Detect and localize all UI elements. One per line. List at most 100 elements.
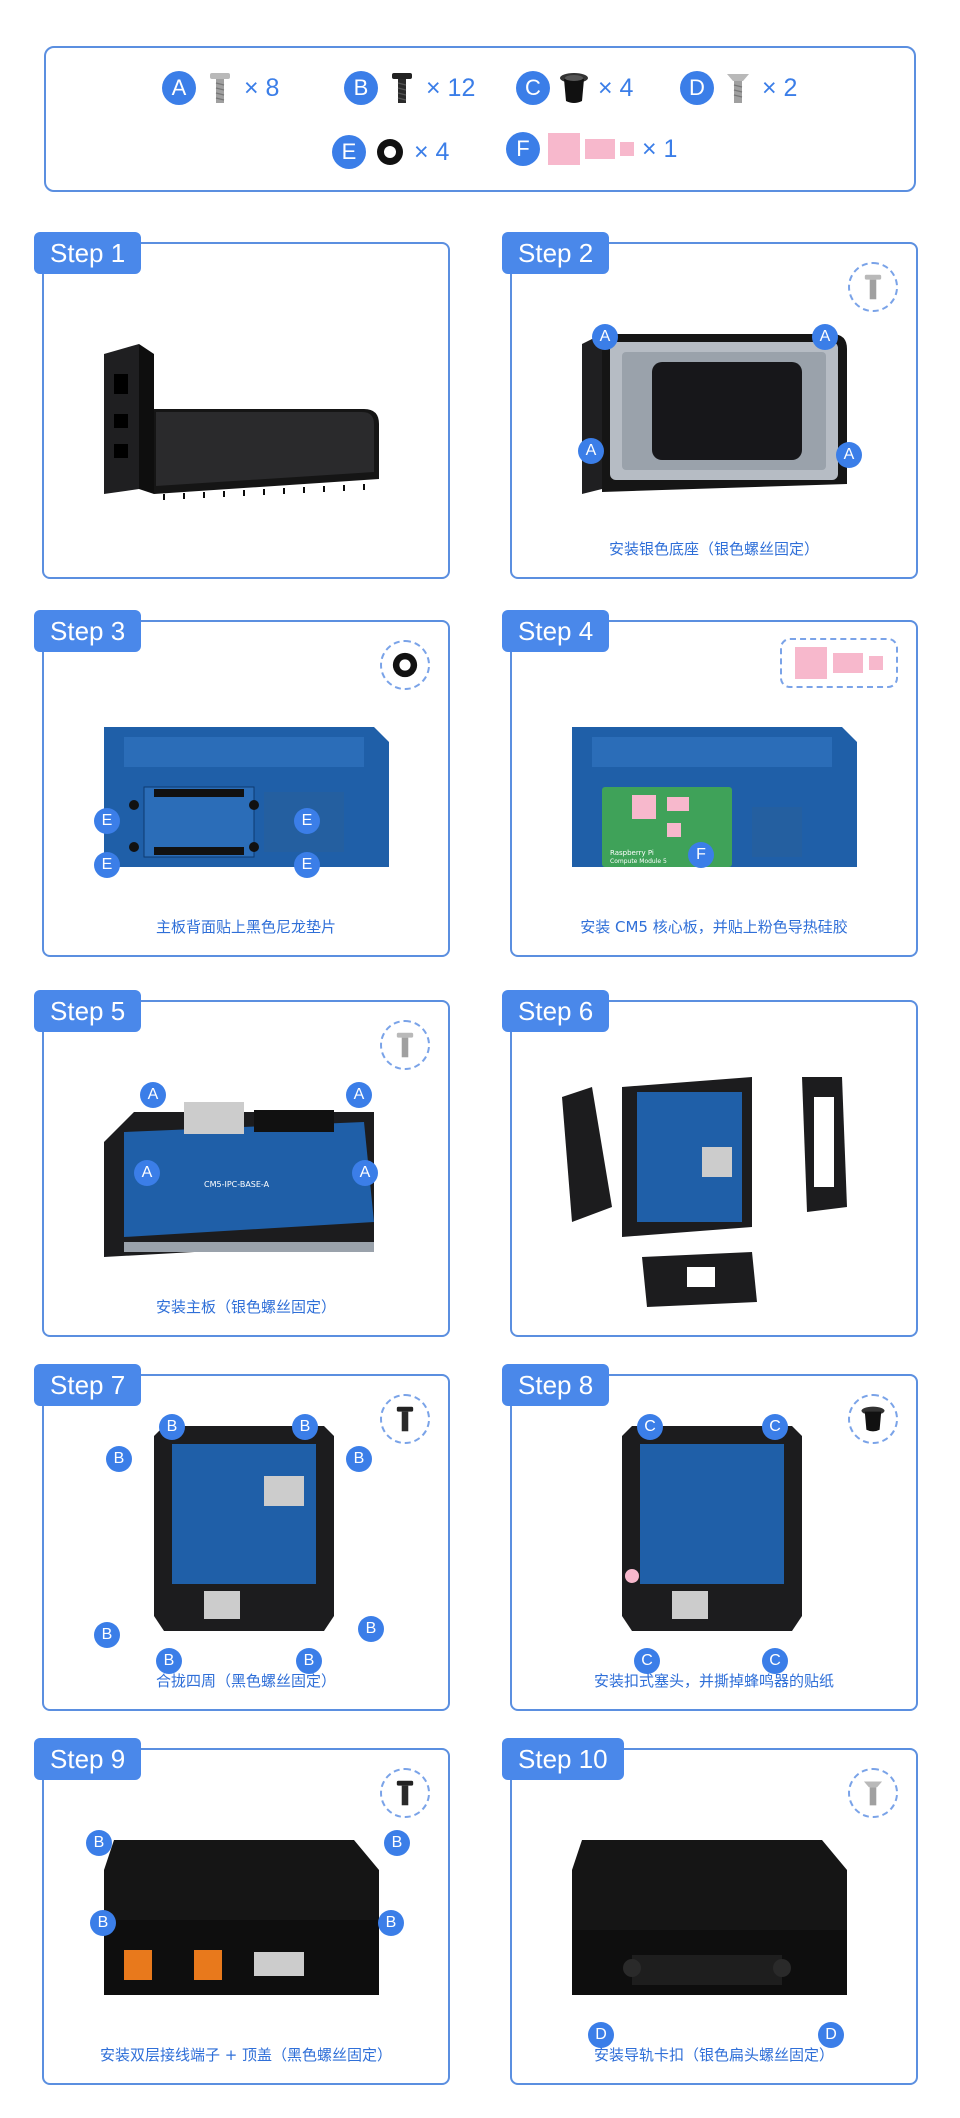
mainboard-install-illustration: CM5-IPC-BASE-A [104, 1102, 374, 1257]
step-label: Step 2 [502, 232, 610, 274]
part-b: B × 12 [344, 68, 475, 108]
step-card-8: Step 8 C C C C 安装扣式塞头，并撕掉蜂鸣器的贴纸 [502, 1364, 918, 1711]
part-letter-badge: B [344, 71, 378, 105]
marker-c: C [637, 1414, 663, 1440]
step-caption: 安装导轨卡扣（银色扁头螺丝固定） [593, 2046, 834, 2064]
flat-silver-screw-icon [848, 1768, 898, 1818]
enclosure-sides-illustration [154, 1426, 334, 1631]
marker-b: B [156, 1648, 182, 1674]
step-label: Step 7 [34, 1364, 142, 1406]
step-caption: 安装双层接线端子 + 顶盖（黑色螺丝固定） [99, 2046, 393, 2064]
step-caption: 安装 CM5 核心板，并贴上粉色导热硅胶 [580, 918, 848, 936]
marker-b: B [90, 1910, 116, 1936]
marker-f: F [688, 842, 714, 868]
part-letter-badge: F [506, 132, 540, 166]
marker-b: B [296, 1648, 322, 1674]
step-caption: 合拢四周（黑色螺丝固定） [155, 1672, 336, 1690]
step-label: Step 5 [34, 990, 142, 1032]
part-quantity: × 4 [598, 73, 634, 102]
part-letter-badge: D [680, 71, 714, 105]
part-quantity: × 4 [414, 137, 450, 166]
silver-screw-icon [848, 262, 898, 312]
marker-c: C [762, 1648, 788, 1674]
part-quantity: × 2 [762, 73, 798, 102]
marker-b: B [378, 1910, 404, 1936]
step-card-6: Step 6 [502, 990, 918, 1337]
part-quantity: × 12 [426, 73, 476, 102]
marker-b: B [94, 1622, 120, 1648]
part-d: D × 2 [680, 68, 797, 108]
marker-a: A [140, 1082, 166, 1108]
marker-a: A [352, 1160, 378, 1186]
marker-e: E [94, 852, 120, 878]
step-card-7: Step 7 B B B B B B B B 合拢四周（黑色螺丝固定） [34, 1364, 450, 1711]
marker-c: C [634, 1648, 660, 1674]
marker-b: B [292, 1414, 318, 1440]
step-card-9: Step 9 B B B B 安装双层接线端子 + 顶盖（黑色螺丝固定） [34, 1738, 450, 2085]
pink-thermal-pad-icon [780, 638, 898, 688]
marker-b: B [384, 1830, 410, 1856]
marker-a: A [346, 1082, 372, 1108]
marker-b: B [358, 1616, 384, 1642]
step-card-1: Step 1 [34, 232, 450, 579]
flat-silver-screw-icon [722, 68, 754, 108]
enclosure-parts-illustration [562, 1077, 847, 1307]
marker-d: D [588, 2022, 614, 2048]
marker-d: D [818, 2022, 844, 2048]
black-screw-icon [386, 68, 418, 108]
marker-b: B [86, 1830, 112, 1856]
step-card-5: Step 5 CM5-IPC-BASE-A A A A A 安装主板（银色螺丝固… [34, 990, 450, 1337]
part-a: A × 8 [162, 68, 279, 108]
din-rail-clip-illustration [572, 1840, 847, 1995]
step-caption: 安装扣式塞头，并撕掉蜂鸣器的贴纸 [593, 1672, 834, 1690]
cm5-module-illustration: Raspberry Pi Compute Module 5 [572, 727, 857, 867]
board-name-label: CM5-IPC-BASE-A [204, 1180, 270, 1189]
part-letter-badge: E [332, 135, 366, 169]
step-card-4: Step 4 Raspberry Pi Compute Module 5 F 安… [502, 610, 918, 957]
part-c: C × 4 [516, 68, 633, 108]
part-quantity: × 8 [244, 73, 280, 102]
marker-e: E [94, 808, 120, 834]
base-plate-illustration [104, 344, 379, 500]
marker-a: A [812, 324, 838, 350]
mainboard-back-illustration [104, 727, 389, 867]
step-label: Step 6 [502, 990, 610, 1032]
marker-b: B [159, 1414, 185, 1440]
step-caption: 主板背面贴上黑色尼龙垫片 [155, 918, 336, 936]
marker-b: B [106, 1446, 132, 1472]
part-letter-badge: A [162, 71, 196, 105]
marker-e: E [294, 808, 320, 834]
marker-c: C [762, 1414, 788, 1440]
step-label: Step 10 [502, 1738, 624, 1780]
nylon-washer-icon [374, 132, 406, 172]
marker-a: A [836, 442, 862, 468]
step-caption: 安装主板（银色螺丝固定） [155, 1298, 336, 1316]
silver-screw-icon [380, 1020, 430, 1070]
cm5-label-line1: Raspberry Pi [610, 849, 654, 857]
plug-install-illustration [622, 1426, 802, 1631]
step-card-3: Step 3 E E E E 主板背面贴上黑色尼龙垫片 [34, 610, 450, 957]
marker-e: E [294, 852, 320, 878]
step-label: Step 9 [34, 1738, 142, 1780]
step-card-10: Step 10 D D 安装导轨卡扣（银色扁头螺丝固定） [502, 1738, 918, 2085]
step-card-2: Step 2 A A A A 安装银色底座（银色螺丝固定） [502, 232, 918, 579]
part-e: E × 4 [332, 132, 449, 172]
black-screw-icon [380, 1768, 430, 1818]
step-label: Step 1 [34, 232, 142, 274]
part-f: F × 1 [506, 132, 677, 166]
step-label: Step 4 [502, 610, 610, 652]
nylon-washer-icon [380, 640, 430, 690]
marker-a: A [592, 324, 618, 350]
cm5-label-line2: Compute Module 5 [610, 858, 667, 865]
top-cover-illustration [104, 1840, 379, 1995]
silver-base-illustration [582, 334, 847, 494]
black-plug-icon [558, 68, 590, 108]
step-label: Step 8 [502, 1364, 610, 1406]
pink-thermal-pad-icon [548, 133, 634, 165]
part-letter-badge: C [516, 71, 550, 105]
part-quantity: × 1 [642, 134, 678, 163]
black-screw-icon [380, 1394, 430, 1444]
marker-a: A [134, 1160, 160, 1186]
silver-screw-icon [204, 68, 236, 108]
parts-list-panel: A × 8 B × 12 C × 4 D × 2 E × 4 F [44, 46, 916, 192]
